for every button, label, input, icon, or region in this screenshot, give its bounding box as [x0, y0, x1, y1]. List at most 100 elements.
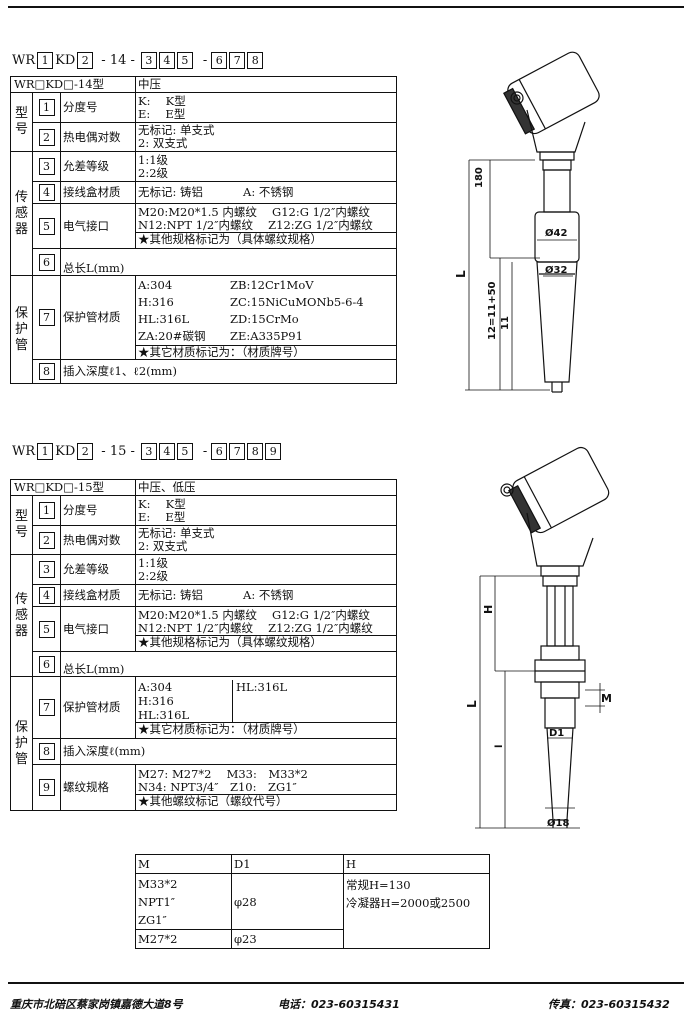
- dim-label: H: [482, 605, 495, 614]
- thermocouple-drawing-15: H L l M D1 Ø18: [465, 446, 612, 829]
- row-value: A: 不锈钢: [243, 588, 294, 602]
- cell-value: φ23: [231, 929, 344, 949]
- row-value: N12:NPT 1/2″内螺纹 Z12:ZG 1/2″内螺纹: [138, 621, 373, 635]
- model-dash: -: [202, 444, 208, 459]
- row-value: HL:316L: [236, 679, 288, 694]
- cell-value: 常规H=130: [346, 878, 411, 892]
- cell-value: NPT1″: [138, 894, 176, 909]
- row-value: HL:316L: [138, 311, 190, 326]
- row-value: 无标记: 单支式: [138, 123, 215, 137]
- row-label: 热电偶对数: [60, 122, 136, 152]
- row-value: 无标记: 铸铝: [138, 185, 204, 199]
- row-number: 4: [38, 184, 55, 201]
- row-number: 3: [38, 561, 55, 578]
- table-header-model: WR□KD□-15型: [10, 479, 136, 496]
- row-value: 2: 双支式: [138, 136, 188, 150]
- table-header-pressure: 中压、低压: [135, 479, 397, 496]
- row-label: 允差等级: [60, 554, 136, 585]
- dim-label: 12=11+50: [487, 281, 498, 340]
- row-value: M27: M27*2 M33: M33*2: [138, 766, 308, 781]
- row-label: 螺纹规格: [60, 764, 136, 811]
- model-dash: -: [202, 53, 208, 68]
- row-label: 插入深度ℓ1、ℓ2(mm): [60, 359, 397, 384]
- model-box: 1: [37, 52, 54, 69]
- row-value: H:316: [138, 693, 174, 708]
- dim-label: 180: [474, 167, 485, 188]
- row-label: 热电偶对数: [60, 525, 136, 555]
- cell-value: M27*2: [135, 929, 232, 949]
- row-value: K: K型: [138, 93, 186, 108]
- dim-label: l: [494, 745, 505, 748]
- dim-label: L: [455, 270, 468, 278]
- group-label-sensor: 传感器: [10, 554, 33, 677]
- table-header-pressure: 中压: [135, 76, 397, 93]
- cell-value: 冷凝器H=2000或2500: [346, 896, 471, 910]
- row-number: 5: [38, 620, 55, 638]
- model-prefix: WR: [12, 53, 36, 68]
- row-label: 总长L(mm): [60, 651, 397, 677]
- footer-rule: [8, 982, 684, 984]
- dim-label: Ø42: [545, 227, 567, 239]
- row-value: A:304: [138, 679, 173, 694]
- model-box: 6: [211, 52, 228, 69]
- row-note: ★其他规格标记为（具体螺纹规格）: [138, 635, 322, 649]
- row-value: HL:316L: [138, 707, 190, 722]
- row-value: K: K型: [138, 496, 186, 511]
- row-value: ZB:12Cr1MoV: [230, 277, 314, 292]
- group-label-type: 型号: [10, 495, 33, 555]
- footer-address: 重庆市北碚区蔡家岗镇嘉德大道8号: [10, 998, 183, 1011]
- dim-label: 11: [500, 316, 511, 330]
- row-label: 接线盒材质: [60, 181, 136, 204]
- row-number: 6: [38, 655, 55, 673]
- row-label: 电气接口: [60, 606, 136, 652]
- model-box: 8: [247, 443, 264, 460]
- model-box: 8: [247, 52, 264, 69]
- row-number: 6: [38, 253, 55, 271]
- row-number: 5: [38, 217, 55, 235]
- model-box: 6: [211, 443, 228, 460]
- model-box: 3: [140, 443, 157, 460]
- model-box: 7: [229, 52, 246, 69]
- top-rule: [8, 6, 684, 8]
- dim-label: Ø32: [545, 264, 567, 276]
- col-header: H: [343, 854, 490, 874]
- model-box: 9: [265, 443, 282, 460]
- model-box: 2: [77, 443, 94, 460]
- row-number: 7: [38, 699, 55, 716]
- row-value: 2:2级: [138, 165, 169, 180]
- row-value: A: 不锈钢: [243, 185, 294, 199]
- cell-value: φ28: [231, 873, 344, 930]
- model-box: 2: [77, 52, 94, 69]
- row-value: ZA:20#碳钢: [138, 328, 206, 343]
- row-value: ZE:A335P91: [230, 328, 303, 343]
- footer-fax: 传真：023-60315432: [548, 998, 670, 1011]
- thermocouple-drawing-14: 180 L 12=11+50 11 Ø42 Ø32: [455, 51, 600, 393]
- row-number: 1: [38, 99, 55, 116]
- col-header: M: [135, 854, 232, 874]
- row-value: N34: NPT3/4″ Z10: ZG1″: [138, 779, 297, 794]
- row-label: 保护管材质: [60, 275, 136, 360]
- row-value: N12:NPT 1/2″内螺纹 Z12:ZG 1/2″内螺纹: [138, 218, 373, 232]
- row-note: ★其它材质标记为：（材质牌号）: [138, 721, 305, 736]
- row-value: ZC:15NiCuMONb5-6-4: [230, 294, 364, 309]
- row-value: 无标记: 单支式: [138, 526, 215, 540]
- model-dash: - 14 -: [101, 53, 135, 68]
- row-value: 1:1级: [138, 555, 169, 570]
- row-label: 允差等级: [60, 151, 136, 182]
- row-value: 1:1级: [138, 152, 169, 167]
- row-number: 2: [38, 128, 55, 146]
- row-label: 总长L(mm): [60, 248, 397, 276]
- group-label-type: 型号: [10, 92, 33, 152]
- dim-label: Ø18: [547, 817, 569, 829]
- model-box: 3: [140, 52, 157, 69]
- row-label: 插入深度ℓ(mm): [60, 738, 397, 765]
- table-header-model: WR□KD□-14型: [10, 76, 136, 93]
- row-label: 接线盒材质: [60, 584, 136, 607]
- model-mid: KD: [55, 53, 76, 68]
- row-note: ★其它材质标记为：（材质牌号）: [138, 344, 305, 359]
- row-note: ★其他螺纹标记（螺纹代号）: [138, 793, 288, 808]
- model-box: 1: [37, 443, 54, 460]
